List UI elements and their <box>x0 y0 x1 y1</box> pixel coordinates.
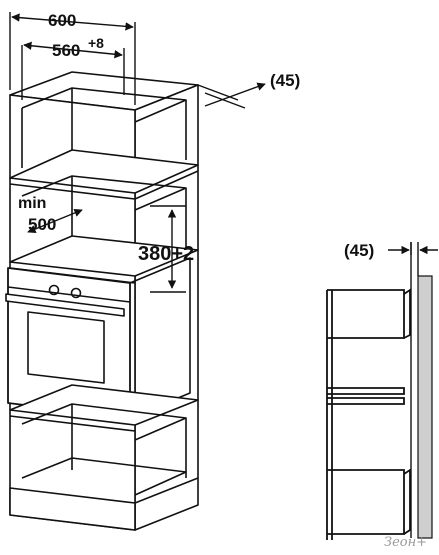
dim-600-line <box>11 13 134 31</box>
label-600: 600 <box>48 11 76 30</box>
dimension-lines <box>9 12 266 293</box>
side-shelf-lower <box>327 469 405 535</box>
shelf-lower <box>9 384 199 426</box>
oven-knob-left <box>48 284 60 296</box>
upper-compartment <box>21 87 187 123</box>
side-shelf-top <box>327 289 405 339</box>
dim-45-top-line <box>204 82 266 107</box>
lower-compartment <box>21 403 187 441</box>
side-view <box>326 242 438 540</box>
dim-560-line <box>23 41 123 59</box>
oven-knob-right <box>70 287 82 299</box>
microwave-niche <box>21 175 187 211</box>
oven-window <box>27 311 105 384</box>
watermark-label: Зеон+ <box>384 535 427 550</box>
label-45-top: (45) <box>270 71 300 90</box>
label-560: 560 <box>52 41 80 60</box>
cabinet-plinth <box>9 487 136 531</box>
wall-section <box>417 275 433 539</box>
side-shelf-middle <box>327 387 405 395</box>
label-45-side: (45) <box>344 241 374 260</box>
oven-handle <box>5 293 125 317</box>
label-380: 380+2 <box>138 243 194 265</box>
label-560-tolerance: +8 <box>88 35 104 51</box>
niche-bottom-shelf <box>9 235 199 277</box>
cabinet-right-side <box>134 84 199 531</box>
dim-500-line <box>27 208 83 234</box>
label-min: min <box>18 195 46 212</box>
dimension-labels: 600 560 +8 (45) min 500 380+2 (45) Зеон+ <box>18 11 427 550</box>
label-500: 500 <box>28 215 56 234</box>
cabinet-drawing <box>5 71 199 531</box>
